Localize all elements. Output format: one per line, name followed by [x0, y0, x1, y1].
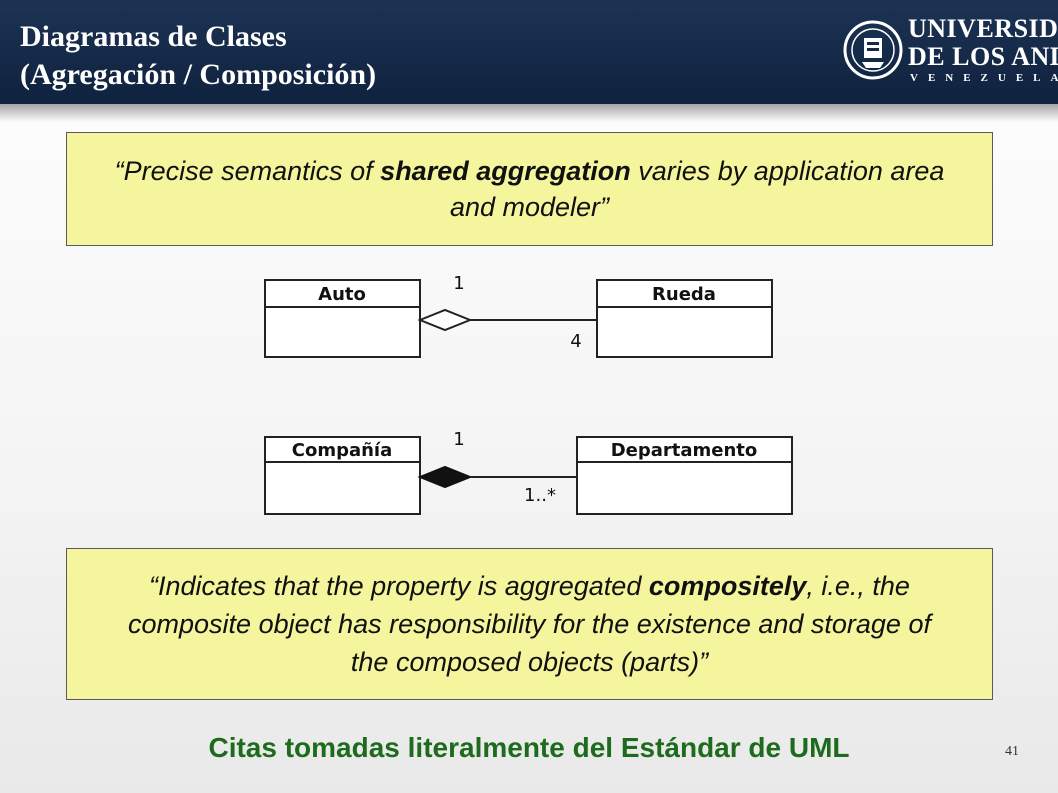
hollow-diamond-icon — [417, 308, 473, 332]
footer-caption: Citas tomadas literalmente del Estándar … — [208, 732, 850, 763]
quote2-bold: compositely — [648, 571, 807, 601]
university-seal-icon — [843, 20, 903, 80]
aggregation-mult-right: 4 — [570, 331, 581, 352]
quote1-suffix: varies by application area and modeler” — [449, 156, 945, 222]
quote2-suffix: , i.e., the composite object has respons… — [128, 571, 931, 677]
class-auto: Auto — [264, 279, 421, 358]
composition-mult-right: 1..* — [524, 485, 556, 506]
quote1-prefix: “Precise semantics of — [114, 156, 381, 186]
quote-shared-aggregation: “Precise semantics of shared aggregation… — [66, 132, 993, 246]
logo-line-2: DE LOS ANDES — [908, 42, 1058, 71]
title-line-2: (Agregación / Composición) — [20, 58, 377, 91]
class-rueda: Rueda — [596, 279, 773, 358]
class-compania: Compañía — [264, 436, 421, 515]
aggregation-mult-left: 1 — [453, 273, 464, 294]
filled-diamond-icon — [417, 465, 473, 489]
title-line-1: Diagramas de Clases — [20, 20, 287, 53]
quote2-prefix: “Indicates that the property is aggregat… — [149, 571, 649, 601]
class-departamento: Departamento — [576, 436, 793, 515]
quote1-bold: shared aggregation — [380, 156, 631, 186]
composition-mult-left: 1 — [453, 429, 464, 450]
quote-composition: “Indicates that the property is aggregat… — [66, 548, 993, 700]
header-shadow — [0, 104, 1058, 122]
quote2-text: “Indicates that the property is aggregat… — [107, 567, 952, 681]
header-bar: Diagramas de Clases (Agregación / Compos… — [0, 0, 1058, 104]
aggregation-diagram: Auto Rueda 1 4 — [264, 273, 773, 358]
university-logo: UNIVERSIDAD DE LOS ANDES VENEZUELA — [842, 10, 1058, 90]
logo-line-3: VENEZUELA — [910, 72, 1058, 84]
page-number: 41 — [1005, 744, 1019, 759]
class-auto-name: Auto — [318, 284, 366, 305]
logo-line-1: UNIVERSIDAD — [908, 14, 1058, 43]
class-departamento-name: Departamento — [611, 440, 758, 461]
quote1-text: “Precise semantics of shared aggregation… — [107, 153, 952, 225]
composition-diagram: Compañía Departamento 1 1..* — [264, 429, 793, 515]
class-rueda-name: Rueda — [652, 284, 716, 305]
slide-title: Diagramas de Clases (Agregación / Compos… — [20, 18, 376, 94]
class-compania-name: Compañía — [292, 440, 393, 461]
